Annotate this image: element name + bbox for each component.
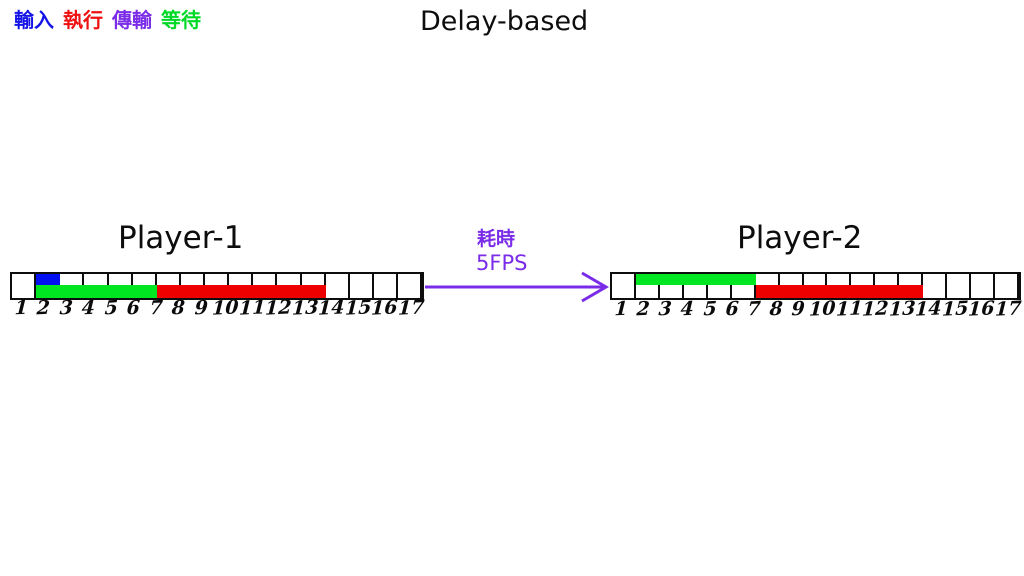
- arrow-label-time-cost: 耗時: [477, 228, 516, 250]
- frame-number: 1: [14, 296, 29, 320]
- frame-number: 17: [994, 297, 1022, 321]
- frame-number: 12: [264, 296, 293, 320]
- frame-cell: [612, 274, 636, 298]
- player-1-label: Player-1: [118, 220, 244, 256]
- frame-number: 3: [59, 296, 74, 320]
- legend-item-execute: 執行: [63, 8, 103, 32]
- frame-number: 1: [613, 297, 629, 321]
- frame-cell: [684, 274, 708, 298]
- frame-number: 11: [835, 297, 863, 321]
- frame-number: 9: [791, 297, 806, 321]
- frame-number: 11: [238, 296, 266, 320]
- frame-number: 15: [941, 297, 969, 321]
- frame-number: 5: [104, 296, 119, 320]
- frame-cell: [350, 274, 374, 298]
- frame-number: 16: [370, 296, 399, 320]
- frame-cell: [947, 274, 972, 298]
- legend-item-wait: 等待: [161, 8, 201, 32]
- wait-segment: [36, 285, 157, 298]
- frame-cell: [398, 274, 423, 298]
- frame-number: 6: [724, 297, 740, 321]
- frame-cell: [971, 274, 995, 298]
- frame-number: 8: [171, 296, 186, 320]
- frame-number: 10: [211, 296, 240, 320]
- frame-number: 13: [888, 297, 916, 321]
- frame-number: 9: [193, 296, 209, 320]
- frame-number: 3: [658, 297, 673, 321]
- frame-number: 17: [397, 296, 425, 320]
- frame-number: 15: [344, 296, 372, 320]
- frame-number: 7: [149, 296, 164, 320]
- frame-cell: [732, 274, 756, 298]
- frame-number: 2: [636, 297, 651, 321]
- frame-number: 14: [317, 296, 346, 320]
- legend-item-transmit: 傳輸: [112, 8, 152, 32]
- execute-segment: [755, 285, 924, 298]
- player-1-timeline-bar: [10, 272, 424, 300]
- frame-number: 12: [861, 297, 890, 321]
- frame-cell: [660, 274, 684, 298]
- frame-cell: [326, 274, 350, 298]
- frame-cell: [12, 274, 37, 298]
- frame-number: 4: [81, 296, 96, 320]
- transmission-arrow: [425, 271, 609, 303]
- frame-number: 7: [746, 297, 762, 321]
- frame-number: 5: [702, 297, 717, 321]
- frame-number: 6: [126, 296, 141, 320]
- frame-cell: [636, 274, 660, 298]
- page-title: Delay-based: [420, 6, 589, 37]
- wait-segment: [635, 274, 756, 286]
- arrow-head: [581, 271, 609, 303]
- execute-segment: [156, 285, 326, 298]
- legend: 輸入 執行 傳輸 等待: [14, 8, 201, 32]
- frame-number: 8: [769, 297, 784, 321]
- input-segment: [36, 274, 61, 286]
- frame-number: 10: [808, 297, 837, 321]
- player-2-label: Player-2: [737, 220, 863, 256]
- player-2-timeline-bar: [610, 272, 1021, 300]
- frame-number: 2: [36, 296, 51, 320]
- frame-cell: [374, 274, 398, 298]
- legend-item-input: 輸入: [14, 8, 54, 32]
- frame-number: 13: [291, 296, 319, 320]
- frame-cell: [708, 274, 732, 298]
- arrow-label-5fps: 5FPS: [476, 251, 528, 275]
- frame-number: 4: [680, 297, 695, 321]
- frame-number: 14: [914, 297, 943, 321]
- frame-number: 16: [967, 297, 996, 321]
- frame-cell: [995, 274, 1019, 298]
- frame-cell: [923, 274, 948, 298]
